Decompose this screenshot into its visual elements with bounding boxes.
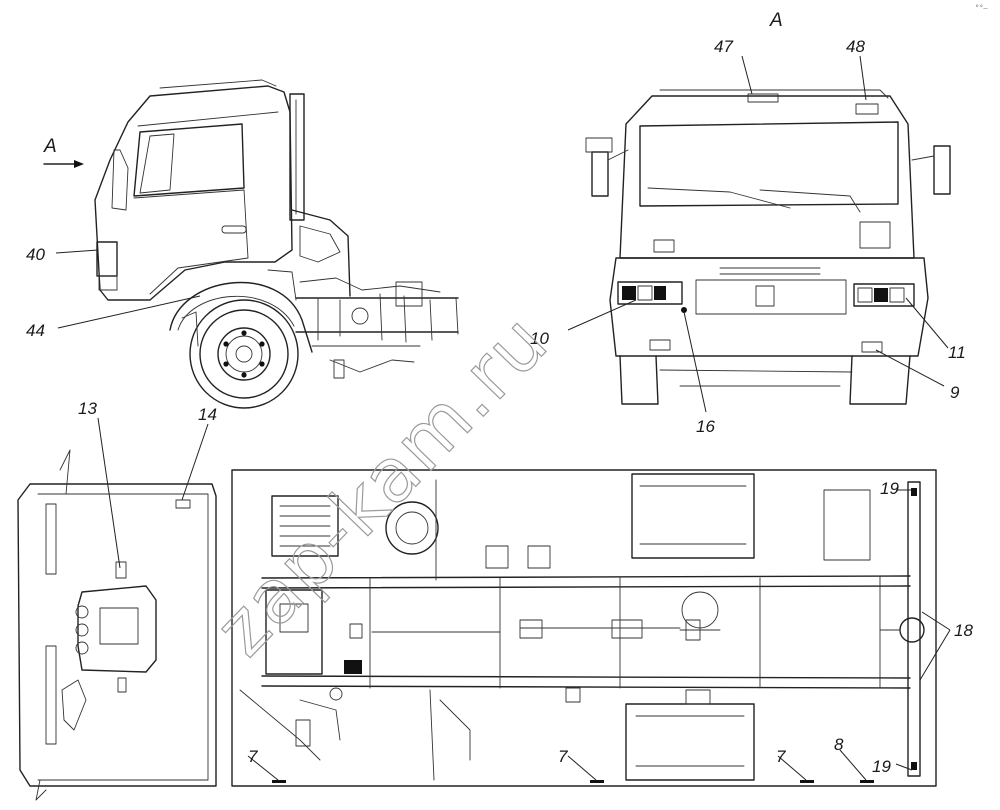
callout-8: 8	[834, 735, 844, 754]
watermark: zap-kam.ru	[199, 298, 565, 673]
callout-18: 18	[954, 621, 973, 640]
callout-19b: 19	[872, 757, 891, 776]
corner-mark: °°—	[975, 4, 988, 12]
callout-11: 11	[948, 343, 966, 362]
front-view: A	[530, 10, 966, 436]
callout-48: 48	[846, 37, 865, 56]
callout-44: 44	[26, 321, 45, 340]
plan-view: 13 14 7 7 7 8 19 19 18	[17, 399, 973, 801]
callout-19a: 19	[880, 479, 899, 498]
callout-10: 10	[530, 329, 549, 348]
callout-40: 40	[26, 245, 45, 264]
callout-7b: 7	[558, 747, 568, 766]
callout-13: 13	[78, 399, 97, 418]
callout-47: 47	[714, 37, 733, 56]
callout-9: 9	[950, 383, 960, 402]
front-view-title: A	[769, 10, 783, 31]
view-arrow-label: A	[43, 136, 57, 157]
callout-7a: 7	[248, 747, 258, 766]
callout-16: 16	[696, 417, 715, 436]
callout-7c: 7	[776, 747, 786, 766]
front-wheel	[169, 281, 313, 409]
callout-14: 14	[198, 405, 217, 424]
frame-side	[181, 209, 459, 379]
side-view: A	[26, 79, 459, 409]
view-arrow-icon	[43, 160, 84, 168]
cab-side	[94, 79, 305, 301]
left-headlamp	[617, 281, 683, 305]
right-headlamp	[853, 283, 915, 307]
